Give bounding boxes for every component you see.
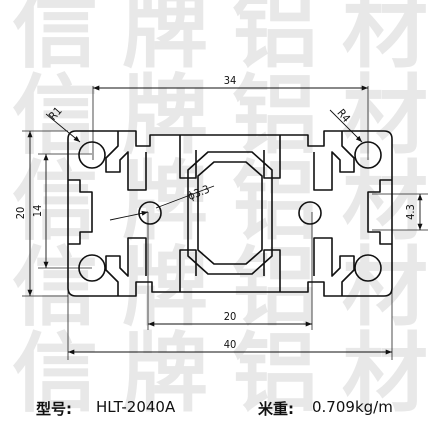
caption: 型号: HLT-2040A 米重: 0.709kg/m: [0, 396, 440, 424]
dim-radius-left: R1: [46, 104, 64, 122]
dimension-lines: [27, 85, 423, 355]
model-value: HLT-2040A: [96, 398, 176, 416]
dim-center-pitch: 20: [224, 310, 237, 323]
weight-label: 米重:: [258, 400, 294, 418]
weight-value: 0.709kg/m: [312, 398, 393, 416]
dim-width-top: 34: [224, 74, 237, 87]
dim-slot-width: 4.3: [404, 204, 417, 220]
dim-height-inner: 14: [31, 205, 44, 218]
dim-radius-right: R4: [334, 107, 352, 125]
dim-width-bottom: 40: [224, 338, 237, 351]
model-label: 型号:: [36, 400, 72, 418]
profile-outline: [67, 130, 393, 297]
dim-height-total: 20: [14, 207, 27, 220]
